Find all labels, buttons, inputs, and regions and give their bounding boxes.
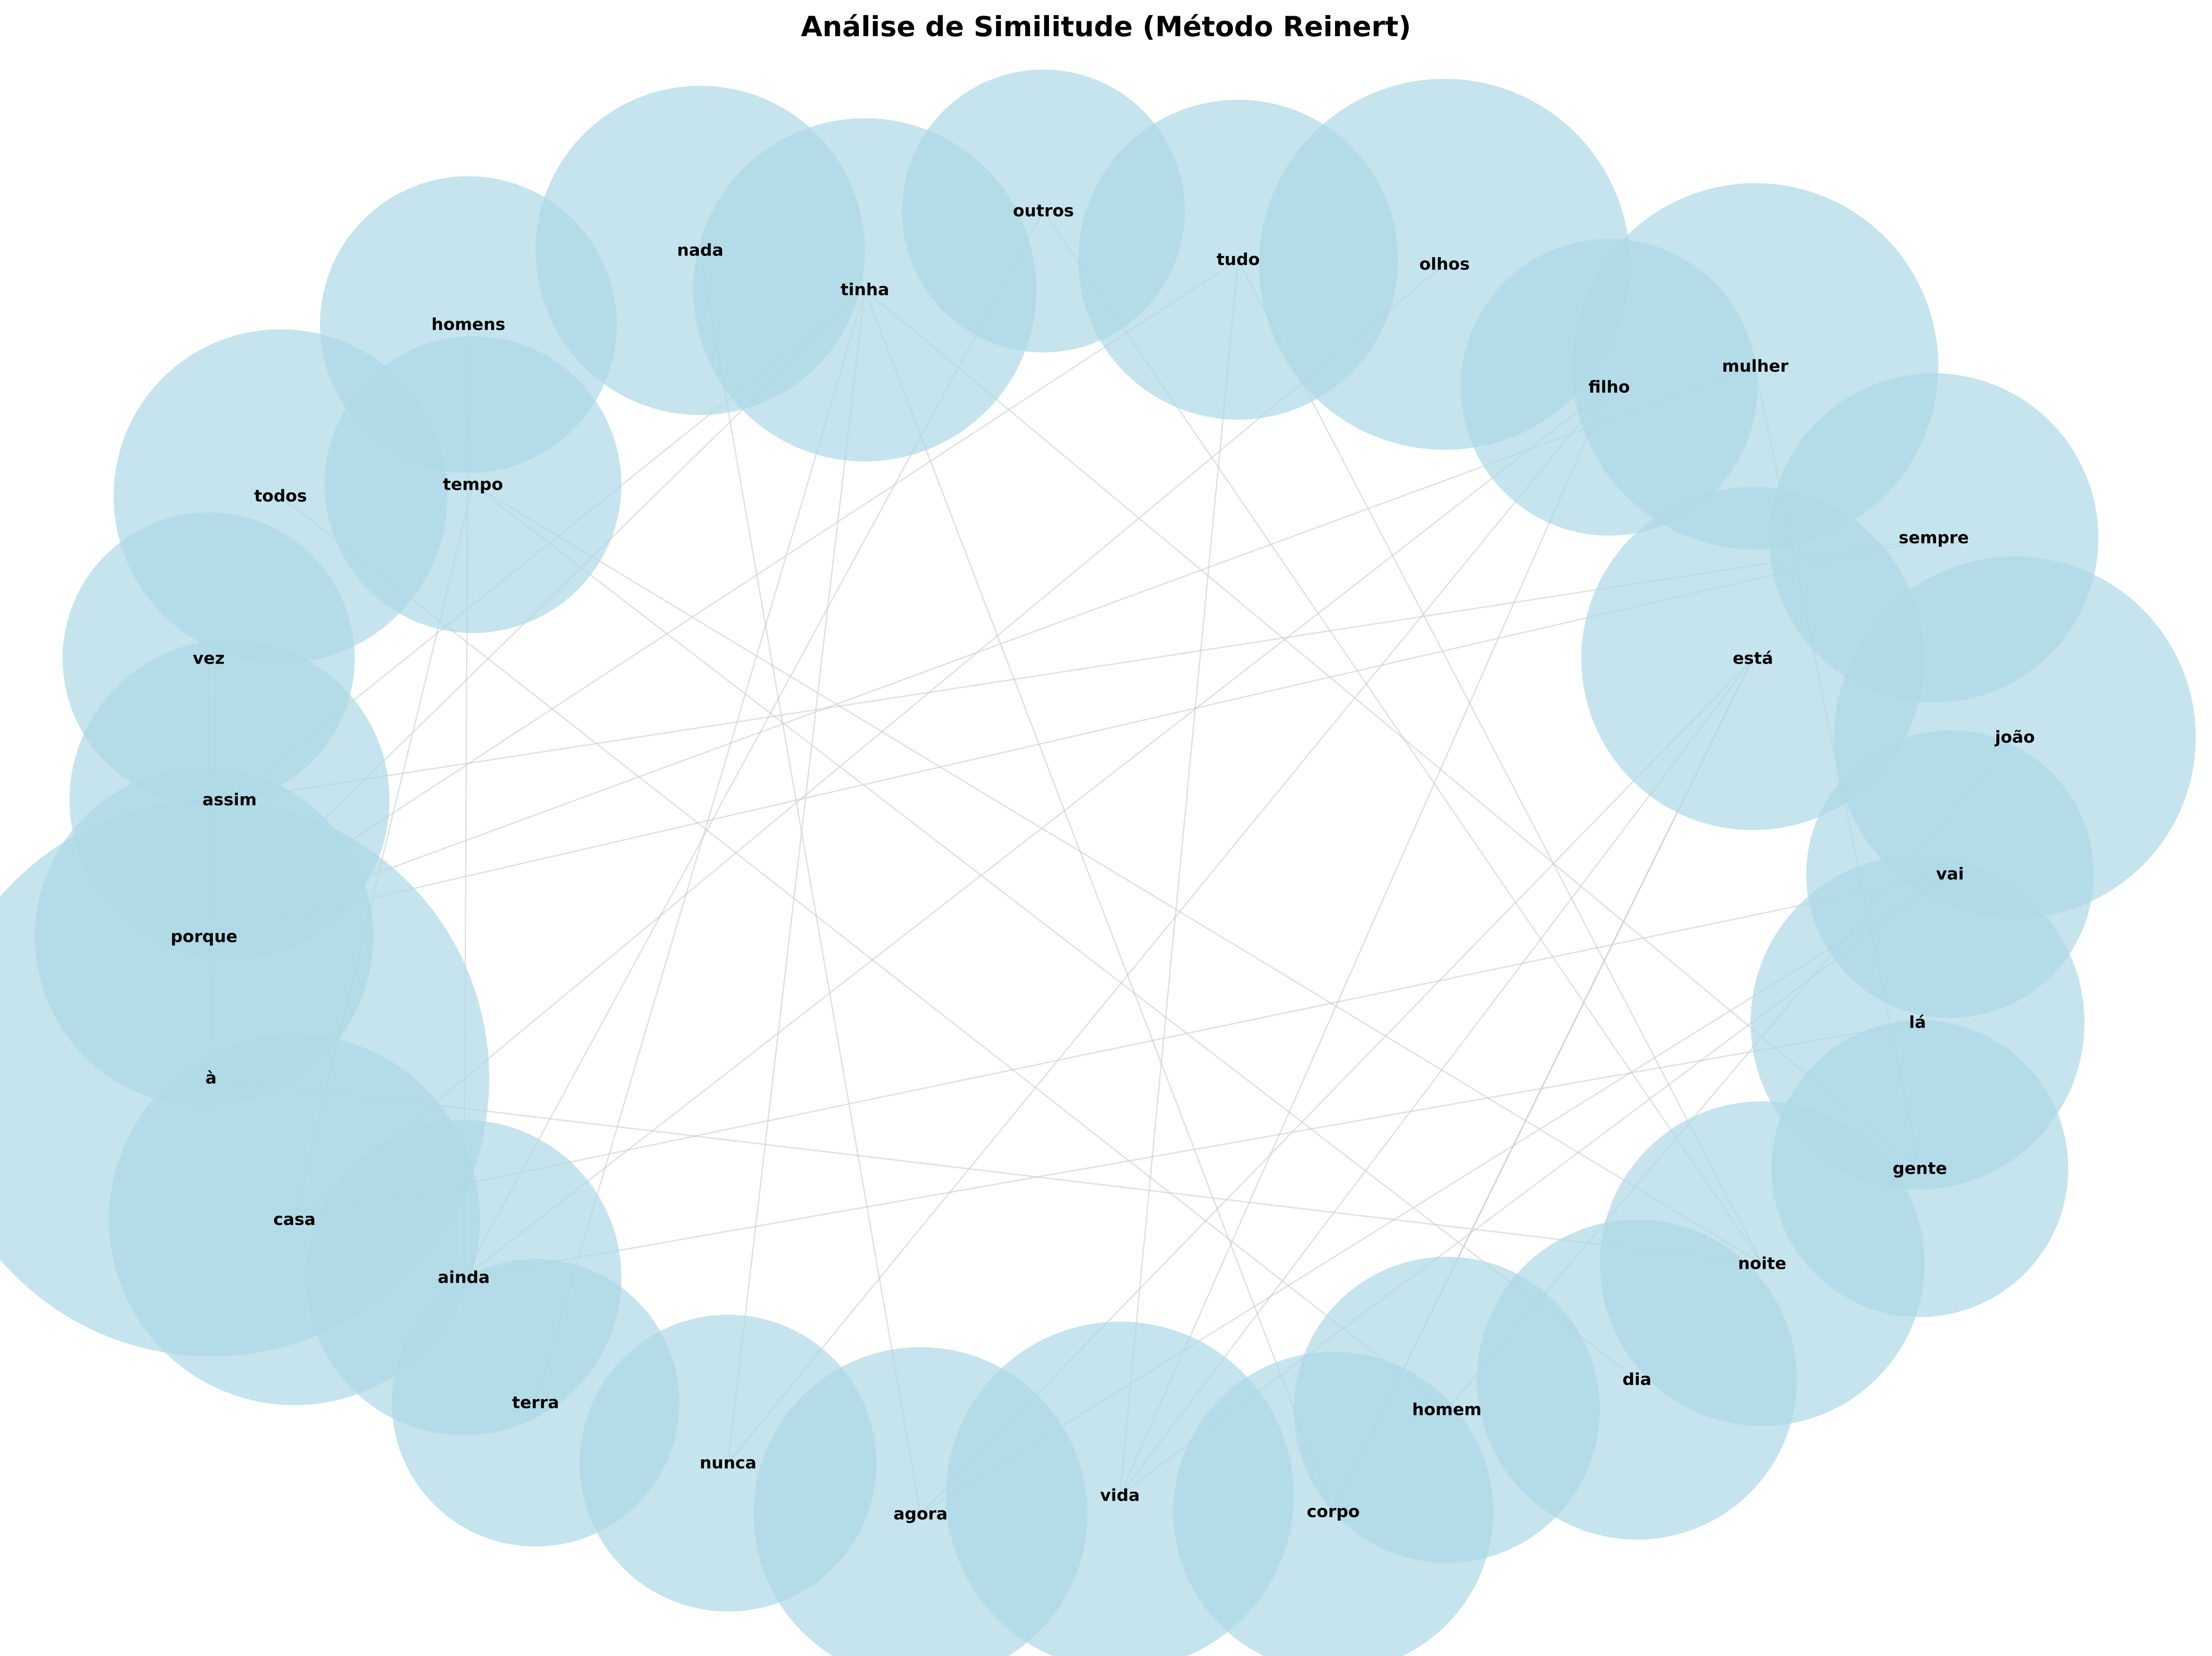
- node-label-todos: todos: [254, 487, 307, 506]
- edge-tudo-noite: [1237, 259, 1763, 1264]
- node-label-vez: vez: [193, 649, 225, 668]
- node-label-casa: casa: [273, 1210, 315, 1229]
- node-label-homens: homens: [431, 315, 505, 334]
- node-label-joao: joão: [1994, 728, 2035, 747]
- edge-gente-tinha: [864, 289, 1920, 1170]
- node-label-dia: dia: [1623, 1370, 1651, 1389]
- node-label-tudo: tudo: [1216, 250, 1259, 269]
- edge-filho-nunca: [727, 387, 1610, 1464]
- node-label-la: lá: [1909, 1013, 1926, 1032]
- node-label-noite: noite: [1738, 1254, 1786, 1273]
- node-label-gente: gente: [1892, 1159, 1947, 1178]
- edge-dia-tempo: [473, 484, 1637, 1381]
- node-label-filho: filho: [1588, 378, 1630, 397]
- node-label-vai: vai: [1936, 865, 1964, 884]
- node-label-assim: assim: [203, 791, 257, 810]
- node-label-esta: está: [1733, 649, 1773, 668]
- node-label-homem: homem: [1412, 1400, 1482, 1419]
- edge-vida-tudo: [1119, 259, 1239, 1496]
- node-label-mulher: mulher: [1722, 357, 1789, 376]
- node-label-tinha: tinha: [840, 281, 889, 300]
- labels-layer: outros tudo olhos filho mulher sempre está joão…: [171, 202, 2035, 1524]
- node-label-sempre: sempre: [1899, 529, 1969, 548]
- node-label-ainda: ainda: [438, 1268, 490, 1287]
- edge-vida-filho: [1119, 387, 1610, 1496]
- node-label-vida: vida: [1100, 1486, 1140, 1505]
- edge-la-ainda: [463, 1022, 1918, 1279]
- node-label-tempo: tempo: [443, 475, 503, 494]
- node-label-corpo: corpo: [1307, 1503, 1360, 1522]
- edge-corpo-tinha: [864, 289, 1334, 1512]
- node-tinha: [693, 118, 1036, 461]
- edge-filho-ainda: [463, 386, 1610, 1279]
- edge-nunca-tinha: [727, 289, 866, 1464]
- edge-esta-vida: [1119, 658, 1754, 1496]
- node-label-agora: agora: [894, 1505, 948, 1524]
- edge-homem-todos: [280, 495, 1447, 1411]
- graph-title: Análise de Similitude (Método Reinert): [801, 11, 1411, 43]
- node-label-outros: outros: [1013, 202, 1074, 221]
- node-label-porque: porque: [171, 927, 237, 946]
- node-label-terra: terra: [512, 1394, 559, 1413]
- node-label-nunca: nunca: [700, 1454, 757, 1473]
- node-label-nada: nada: [677, 241, 723, 260]
- node-label-a: à: [205, 1069, 217, 1088]
- edge-agora-nada: [699, 250, 921, 1515]
- nodes-layer: [0, 70, 2196, 1656]
- edge-noite-tempo: [473, 484, 1763, 1265]
- node-label-olhos: olhos: [1419, 255, 1470, 274]
